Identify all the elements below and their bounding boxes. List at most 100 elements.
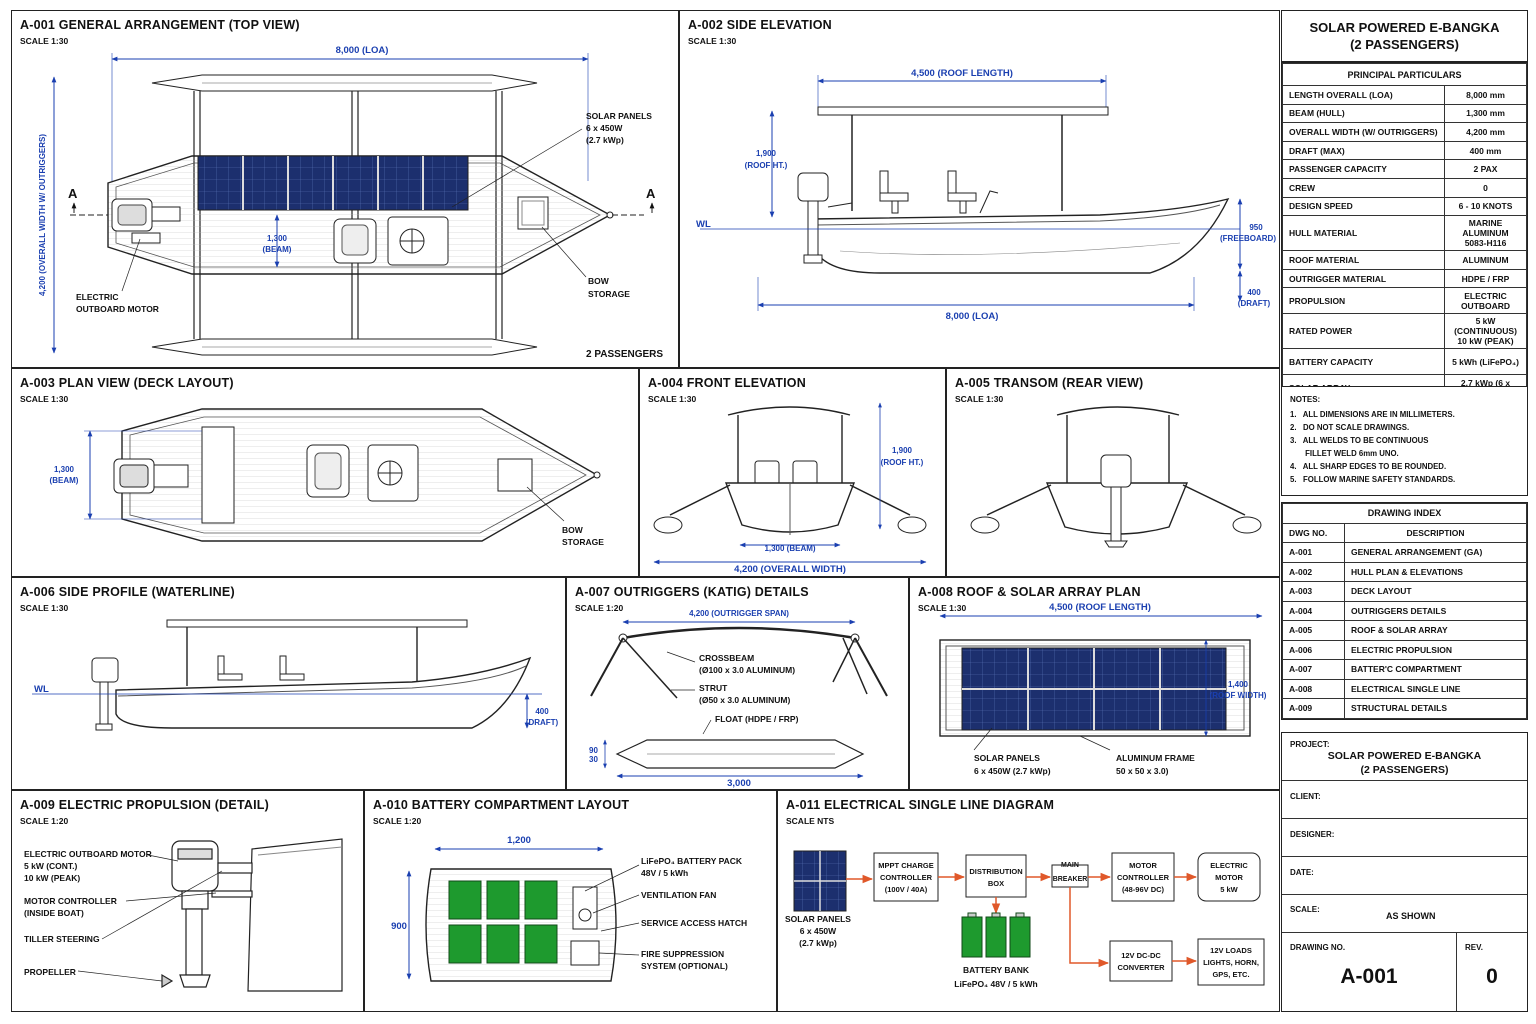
draft-dimension: 400	[535, 707, 549, 716]
compartment-width-dimension: 1,200	[507, 835, 531, 846]
index-dwg-no: A-003	[1282, 581, 1345, 602]
panel-title: A-008 ROOF & SOLAR ARRAY PLAN	[918, 585, 1141, 599]
svg-text:6 x 450W: 6 x 450W	[586, 123, 623, 133]
panel-side-profile: A-006 SIDE PROFILE (WATERLINE) SCALE 1:3…	[11, 577, 566, 790]
freeboard-dimension: 950	[1249, 223, 1263, 232]
note-item: 3. ALL WELDS TO BE CONTINUOUS	[1290, 436, 1429, 445]
svg-text:5 kW: 5 kW	[1220, 885, 1238, 894]
panel-plan-view: A-003 PLAN VIEW (DECK LAYOUT) SCALE 1:30…	[11, 368, 639, 577]
bow-storage-callout: BOW	[562, 525, 584, 535]
index-description: BATTER'C COMPARTMENT	[1344, 659, 1527, 680]
hatch-callout: SERVICE ACCESS HATCH	[641, 918, 747, 928]
transom-drawing	[970, 406, 1262, 548]
panel-outriggers: A-007 OUTRIGGERS (KATIG) DETAILS SCALE 1…	[566, 577, 909, 790]
single-line-diagram: SOLAR PANELS 6 x 450W (2.7 kWp) MPPT CHA…	[785, 850, 1265, 989]
svg-text:(100V / 40A): (100V / 40A)	[885, 885, 928, 894]
index-description: ELECTRICAL SINGLE LINE	[1344, 678, 1527, 699]
beam-dimension: 1,300	[267, 234, 288, 243]
overall-width-dimension: 4,200 (OVERALL WIDTH W/ OUTRIGGERS)	[38, 134, 47, 296]
tiller-callout: TILLER STEERING	[24, 934, 100, 944]
svg-text:(Ø50 x 3.0 ALUMINUM): (Ø50 x 3.0 ALUMINUM)	[699, 695, 790, 705]
note-item: 2. DO NOT SCALE DRAWINGS.	[1290, 423, 1410, 432]
outrigger-float-bottom	[151, 338, 538, 356]
crossbeam-callout: CROSSBEAM	[699, 653, 754, 663]
particular-value: 0	[1444, 177, 1527, 198]
index-dwg-no: A-004	[1282, 600, 1345, 621]
scale-label: SCALE:	[1290, 905, 1320, 914]
index-description: HULL PLAN & ELEVATIONS	[1344, 561, 1527, 582]
motor-controller	[1111, 852, 1175, 902]
index-dwg-no: A-006	[1282, 639, 1345, 660]
note-item: FILLET WELD 6mm UNO.	[1290, 449, 1399, 458]
particular-value: MARINE ALUMINUM 5083-H116	[1444, 215, 1527, 252]
particular-value: 5 kWh (LiFePO₄)	[1444, 348, 1527, 376]
roof-height-dimension: 1,900	[756, 149, 777, 158]
float-height-a: 90	[589, 746, 598, 755]
section-marker-left: A	[68, 186, 78, 201]
date-label: DATE:	[1290, 868, 1314, 877]
index-description: ROOF & SOLAR ARRAY	[1344, 620, 1527, 641]
front-elevation-drawing: 1,900 (ROOF HT.) 1,300 (BEAM) 4,200 (OVE…	[653, 402, 927, 575]
svg-text:(ROOF WIDTH): (ROOF WIDTH)	[1210, 691, 1267, 700]
notes-box: NOTES: 1. ALL DIMENSIONS ARE IN MILLIMET…	[1281, 386, 1528, 496]
panel-single-line-diagram: A-011 ELECTRICAL SINGLE LINE DIAGRAM SCA…	[777, 790, 1280, 1012]
panel-scale: SCALE 1:30	[955, 394, 1004, 404]
outboard-motor-detail	[161, 840, 253, 989]
panel-scale: SCALE 1:30	[20, 603, 69, 613]
particular-value: 2 PAX	[1444, 159, 1527, 179]
svg-text:BOX: BOX	[988, 879, 1004, 888]
top-view-drawing: 8,000 (LOA) 4,200 (OVERALL WIDTH W/ OUTR…	[38, 45, 663, 360]
svg-text:DISTRIBUTION: DISTRIBUTION	[969, 867, 1022, 876]
particular-value: 1,300 mm	[1444, 103, 1527, 124]
svg-text:(INSIDE BOAT): (INSIDE BOAT)	[24, 908, 84, 918]
particular-value: 400 mm	[1444, 140, 1527, 161]
propulsion-detail-drawing: ELECTRIC OUTBOARD MOTOR 5 kW (CONT.) 10 …	[24, 838, 343, 992]
waterline-label: WL	[34, 684, 49, 695]
solar-panels-callout: SOLAR PANELS	[974, 753, 1040, 763]
particular-label: OVERALL WIDTH (W/ OUTRIGGERS)	[1282, 122, 1445, 142]
solar-panel-array	[961, 647, 1227, 731]
index-col-no: DWG NO.	[1282, 522, 1345, 543]
electric-motor	[1197, 852, 1261, 902]
roof-plan-drawing: 4,500 (ROOF LENGTH) 1,400 (ROOF WIDTH) S…	[939, 602, 1267, 776]
project-sub: (2 PASSENGERS)	[1360, 764, 1449, 776]
passengers-note: 2 PASSENGERS	[586, 349, 663, 360]
battery-bank-icon	[961, 912, 1031, 958]
particular-value: ALUMINUM	[1444, 250, 1527, 270]
particular-value: 5 kW (CONTINUOUS) 10 kW (PEAK)	[1444, 313, 1527, 350]
svg-text:CONTROLLER: CONTROLLER	[880, 873, 933, 882]
particular-label: LENGTH OVERALL (LOA)	[1282, 85, 1445, 105]
distribution-box	[965, 854, 1027, 898]
svg-text:(ROOF HT.): (ROOF HT.)	[881, 458, 924, 467]
bow-storage-callout: BOW	[588, 276, 610, 286]
draft-dimension: 400	[1247, 288, 1261, 297]
rev-label: REV.	[1465, 943, 1483, 952]
drawing-no-label: DRAWING NO.	[1290, 943, 1346, 952]
particular-label: DRAFT (MAX)	[1282, 140, 1445, 161]
outrigger-float-left	[653, 516, 683, 534]
outrigger-float-right	[897, 516, 927, 534]
sheet-title: SOLAR POWERED E-BANGKA	[1309, 20, 1500, 35]
svg-text:(ROOF HT.): (ROOF HT.)	[745, 161, 788, 170]
seats	[879, 170, 999, 214]
bow-hatch	[517, 196, 549, 230]
client-label: CLIENT:	[1290, 792, 1321, 801]
svg-text:ELECTRIC: ELECTRIC	[1210, 861, 1248, 870]
solar-array-icon	[793, 850, 847, 912]
svg-text:GPS, ETC.: GPS, ETC.	[1212, 970, 1249, 979]
seats	[217, 655, 305, 681]
designer-label: DESIGNER:	[1290, 830, 1335, 839]
particular-value: ELECTRIC OUTBOARD	[1444, 287, 1527, 315]
particular-value: 8,000 mm	[1444, 85, 1527, 105]
propeller-callout: PROPELLER	[24, 967, 76, 977]
outboard-motor-rear	[1100, 454, 1132, 548]
svg-text:MOTOR: MOTOR	[1129, 861, 1157, 870]
